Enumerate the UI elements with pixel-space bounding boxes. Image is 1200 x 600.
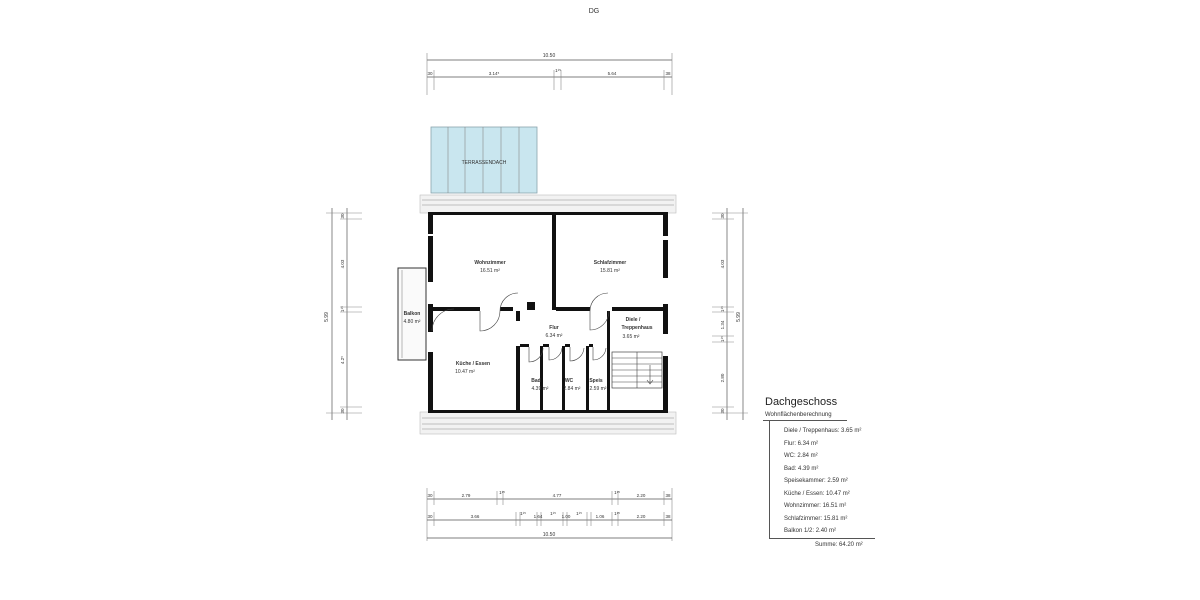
- roof-overhang: [419, 194, 677, 435]
- dim-bottom2-10: 38: [665, 514, 671, 519]
- room-flur-name: Flur: [549, 325, 558, 331]
- dim-right-3: 1.34: [720, 320, 725, 329]
- balcony-area: 4.80 m²: [404, 319, 421, 325]
- dim-top-total: 10.50: [543, 53, 556, 59]
- room-wohnzimmer-name: Wohnzimmer: [474, 260, 505, 266]
- area-sum: Summe: 64.20 m²: [769, 537, 875, 548]
- room-diele-area: 3.65 m²: [623, 334, 640, 340]
- room-speis-name: Speis: [589, 378, 603, 384]
- dim-top-1: 3.14⁵: [489, 71, 500, 76]
- terrace-roof: TERRASSENDACH: [430, 126, 538, 194]
- area-table: Dachgeschoss Wohnflächenberechnung Diele…: [763, 396, 875, 548]
- doors: [431, 292, 610, 363]
- dim-bottom2-4: 1¹⁵: [550, 511, 556, 516]
- area-item: WC: 2.84 m²: [784, 453, 818, 459]
- dim-bottom2-6: 1¹⁵: [576, 511, 582, 516]
- dim-bottom1-6: 38: [665, 493, 671, 498]
- balcony-name: Balkon: [404, 311, 421, 317]
- dim-right-2: 1¹⁵: [720, 306, 725, 312]
- room-diele-name-2: Treppenhaus: [621, 325, 652, 331]
- area-table-heading: Dachgeschoss: [765, 396, 838, 408]
- dim-bottom2-8: 1¹⁵: [614, 511, 620, 516]
- dim-bottom2-0: 30: [427, 514, 433, 519]
- room-diele-name: Diele /: [626, 317, 641, 323]
- room-wohnzimmer-area: 16.51 m²: [480, 268, 500, 274]
- dim-left-3: 4.2⁵: [340, 356, 345, 364]
- area-item: Schlafzimmer: 15.81 m²: [784, 515, 848, 522]
- sheet-title: DG: [589, 8, 600, 15]
- area-item: Küche / Essen: 10.47 m²: [784, 490, 850, 497]
- dim-left-0: 30: [340, 213, 345, 219]
- dim-top-3: 5.64: [608, 71, 617, 76]
- dim-bottom2-9: 2.20: [637, 514, 646, 519]
- room-bad-name: Bad: [531, 378, 540, 384]
- dim-right-4: 1¹⁵: [720, 336, 725, 342]
- dim-right-0: 30: [720, 213, 725, 219]
- area-item: Balkon 1/2: 2.40 m²: [784, 528, 837, 534]
- dim-right-6: 30: [720, 408, 725, 414]
- room-labels: Wohnzimmer 16.51 m² Schlafzimmer 15.81 m…: [455, 260, 653, 392]
- room-wc-name: WC: [565, 378, 574, 384]
- area-list: Diele / Treppenhaus: 3.65 m² Flur: 6.34 …: [769, 421, 873, 538]
- room-wc-area: 2.84 m²: [564, 386, 581, 392]
- dim-bottom2-2: 1¹⁵: [520, 511, 526, 516]
- dim-bottom1-5: 2.20: [637, 493, 646, 498]
- area-item: Wohnzimmer: 16.51 m²: [784, 503, 847, 509]
- dim-right-5: 2.80: [720, 373, 725, 382]
- dim-left-2: 1¹⁵: [340, 306, 345, 312]
- area-item: Speisekammer: 2.59 m²: [784, 478, 848, 484]
- area-item: Flur: 6.34 m²: [784, 440, 819, 447]
- dim-bottom1-0: 30: [427, 493, 433, 498]
- room-flur-area: 6.34 m²: [546, 333, 563, 339]
- dim-right-1: 4.03: [720, 259, 725, 268]
- dim-bottom2-5: 1.00: [562, 514, 571, 519]
- dimension-chain-top: 10.50 30 3.14⁵ 1¹⁵ 5.64 38: [426, 53, 673, 95]
- area-item: Bad: 4.39 m²: [784, 465, 819, 472]
- dim-bottom1-1: 2.79: [462, 493, 471, 498]
- walls: [428, 212, 668, 413]
- dim-bottom2-7: 1.06: [596, 514, 605, 519]
- dim-right-total: 5.99: [736, 312, 742, 322]
- room-schlafzimmer-name: Schlafzimmer: [594, 260, 627, 266]
- dim-left-total: 5.99: [324, 312, 330, 322]
- dim-left-1: 4.03: [340, 259, 345, 268]
- area-item: Diele / Treppenhaus: 3.65 m²: [784, 428, 862, 434]
- room-kueche-name: Küche / Essen: [456, 361, 490, 367]
- dim-top-4: 38: [665, 71, 671, 76]
- terrace-roof-label: TERRASSENDACH: [462, 160, 507, 166]
- room-schlafzimmer-area: 15.81 m²: [600, 268, 620, 274]
- dim-bottom1-4: 1¹⁵: [614, 490, 620, 495]
- area-table-subheading: Wohnflächenberechnung: [763, 412, 847, 421]
- dim-top-2: 1¹⁵: [555, 68, 561, 73]
- staircase: [611, 351, 663, 389]
- dimension-chain-right: 5.99 30 4.03 1¹⁵ 1.34 1¹⁵ 2.80 30: [712, 208, 748, 420]
- dimension-chain-bottom: 30 2.79 1¹⁵ 4.77 1¹⁵ 2.20 38 30 3.66 1¹⁵…: [426, 488, 673, 541]
- room-kueche-area: 10.47 m²: [455, 369, 475, 375]
- dim-bottom1-2: 1¹⁵: [499, 490, 505, 495]
- balcony: Balkon 4.80 m²: [397, 267, 427, 361]
- dim-bottom-total: 10.50: [543, 532, 556, 538]
- room-speis-area: 2.59 m²: [590, 386, 607, 392]
- dimension-chain-left: 5.99 30 4.03 1¹⁵ 4.2⁵ 30: [324, 208, 362, 420]
- dim-top-0: 30: [427, 71, 433, 76]
- dim-bottom1-3: 4.77: [553, 493, 562, 498]
- room-bad-area: 4.39 m²: [532, 386, 549, 392]
- dim-left-4: 30: [340, 408, 345, 414]
- dim-bottom2-3: 1.64: [534, 514, 543, 519]
- dim-bottom2-1: 3.66: [471, 514, 480, 519]
